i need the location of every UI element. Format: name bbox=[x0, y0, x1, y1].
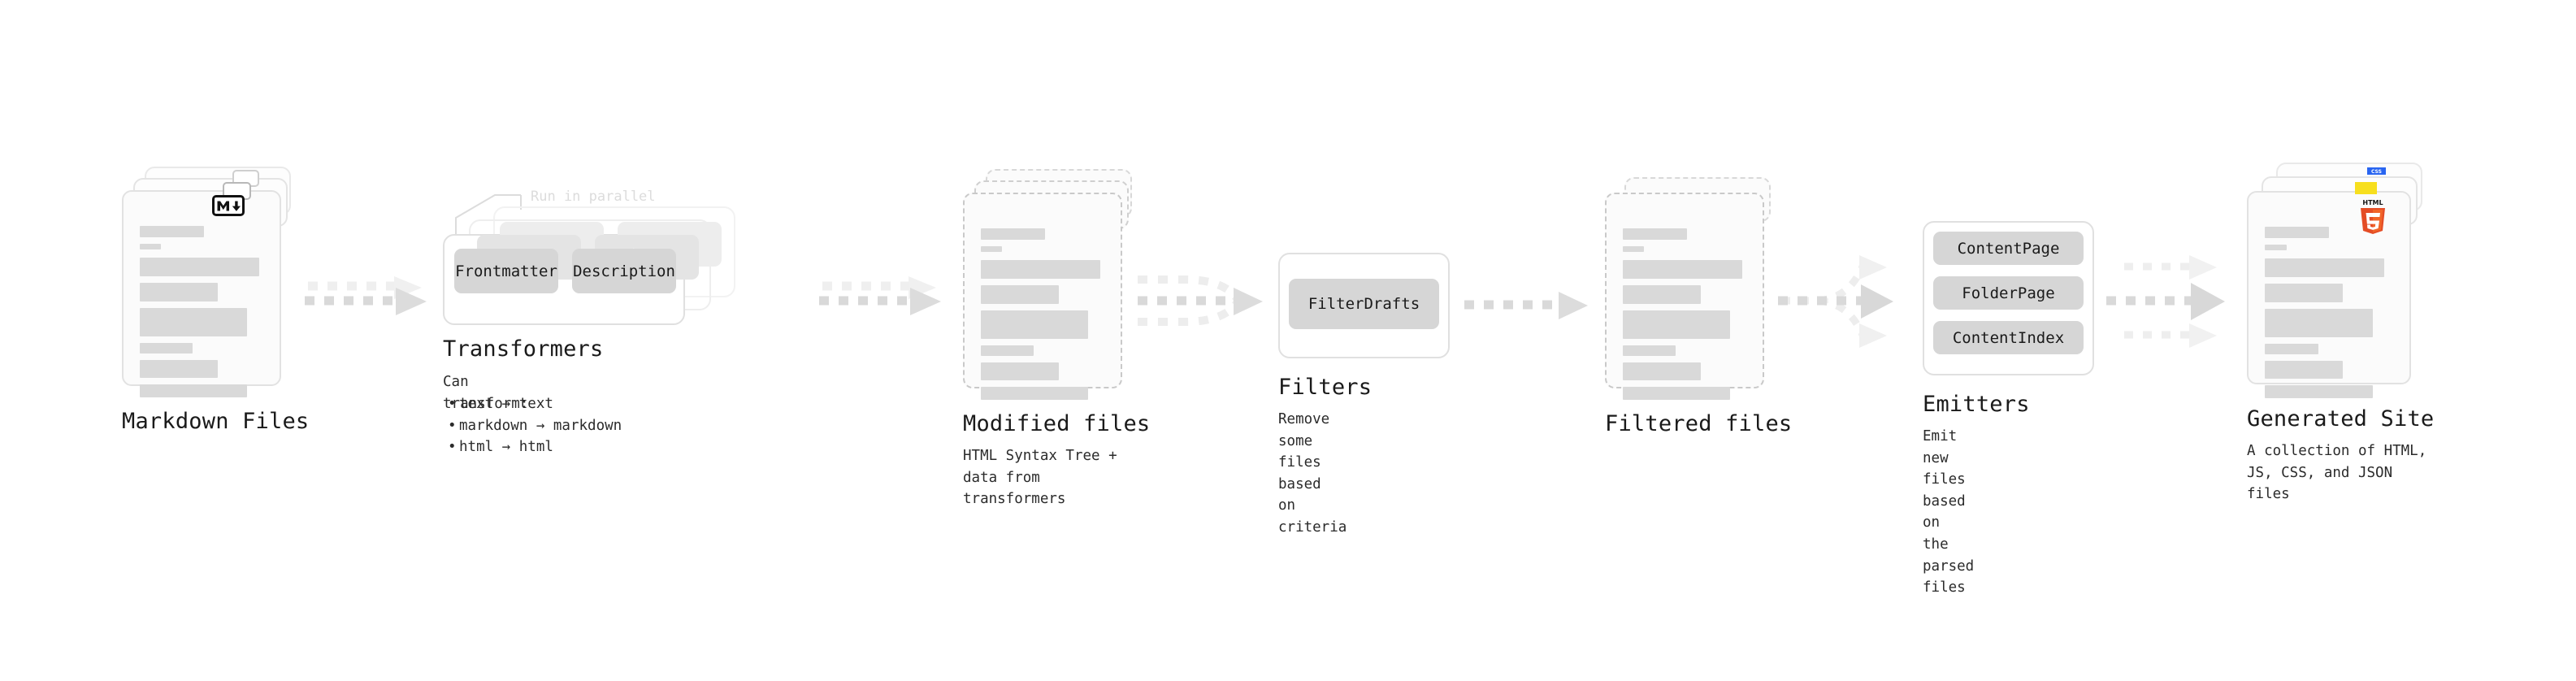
parallel-label: Run in parallel bbox=[531, 189, 656, 205]
markdown-placeholder-lines bbox=[140, 226, 263, 397]
transformers-bullet-2: html → html bbox=[446, 436, 622, 458]
stage-modified-files: Modified files HTML Syntax Tree + data f… bbox=[963, 169, 1150, 507]
stage-subtitle-generated-site: A collection of HTML, JS, CSS, and JSON … bbox=[2247, 443, 2427, 503]
arrow-emitters-to-site bbox=[2106, 255, 2225, 348]
emitter-chip-folderpage[interactable]: FolderPage bbox=[1933, 276, 2084, 310]
css-icon-label: CSS bbox=[2371, 169, 2382, 175]
js-icon bbox=[2355, 182, 2377, 194]
stage-markdown-files: Markdown Files bbox=[122, 167, 309, 434]
modified-placeholder-lines bbox=[981, 228, 1104, 400]
transformers-bullet-1: markdown → markdown bbox=[446, 415, 622, 437]
arrow-transformers-to-modified bbox=[819, 276, 941, 315]
filtered-card-front bbox=[1605, 193, 1764, 400]
filtered-placeholder-lines bbox=[1623, 228, 1746, 400]
generated-card-front bbox=[2247, 191, 2411, 398]
stage-title-transformers: Transformers bbox=[443, 336, 604, 362]
stage-title-emitters: Emitters bbox=[1923, 392, 2030, 417]
markdown-file-stack bbox=[122, 167, 297, 402]
html5-icon: HTML bbox=[2357, 198, 2388, 235]
transformer-chip-frontmatter[interactable]: Frontmatter bbox=[454, 249, 558, 293]
filter-chip-filterdrafts[interactable]: FilterDrafts bbox=[1289, 279, 1439, 329]
stage-subtitle-modified-files: HTML Syntax Tree + data from transformer… bbox=[963, 448, 1117, 508]
arrow-modified-to-filters bbox=[1138, 275, 1263, 326]
modified-file-stack bbox=[963, 169, 1138, 405]
markdown-card-front bbox=[122, 190, 281, 397]
stage-title-markdown-files: Markdown Files bbox=[122, 409, 310, 434]
stage-title-filtered-files: Filtered files bbox=[1605, 411, 1793, 436]
stage-title-filters: Filters bbox=[1278, 375, 1373, 400]
css-icon: CSS bbox=[2367, 167, 2386, 175]
markdown-icon bbox=[212, 195, 245, 216]
arrow-filters-to-filtered bbox=[1464, 292, 1588, 319]
arrow-markdown-to-transformers bbox=[305, 276, 427, 315]
stage-title-generated-site: Generated Site bbox=[2247, 406, 2435, 432]
transformer-chip-description[interactable]: Description bbox=[572, 249, 676, 293]
emitter-chip-contentindex[interactable]: ContentIndex bbox=[1933, 321, 2084, 354]
transformers-bullet-0: text → text bbox=[446, 393, 622, 415]
generated-site-stack: CSS HTML bbox=[2247, 163, 2430, 406]
svg-text:HTML: HTML bbox=[2362, 199, 2383, 206]
stage-filtered-files: Filtered files bbox=[1605, 169, 1792, 436]
stage-title-modified-files: Modified files bbox=[963, 411, 1151, 436]
stage-subtitle-filters: Remove some files based on criteria bbox=[1278, 411, 1347, 536]
arrow-filtered-to-emitters-fanout bbox=[1778, 255, 1893, 348]
stage-subtitle-emitters: Emit new files based on the parsed files bbox=[1923, 428, 1975, 596]
stage-generated-site: CSS HTML Generated Site A collection of … bbox=[2247, 163, 2434, 502]
filtered-file-stack bbox=[1605, 169, 1780, 405]
transformers-bullet-list: text → text markdown → markdown html → h… bbox=[446, 393, 622, 458]
generated-placeholder-lines bbox=[2265, 227, 2393, 398]
modified-card-front bbox=[963, 193, 1122, 400]
emitter-chip-contentpage[interactable]: ContentPage bbox=[1933, 232, 2084, 265]
